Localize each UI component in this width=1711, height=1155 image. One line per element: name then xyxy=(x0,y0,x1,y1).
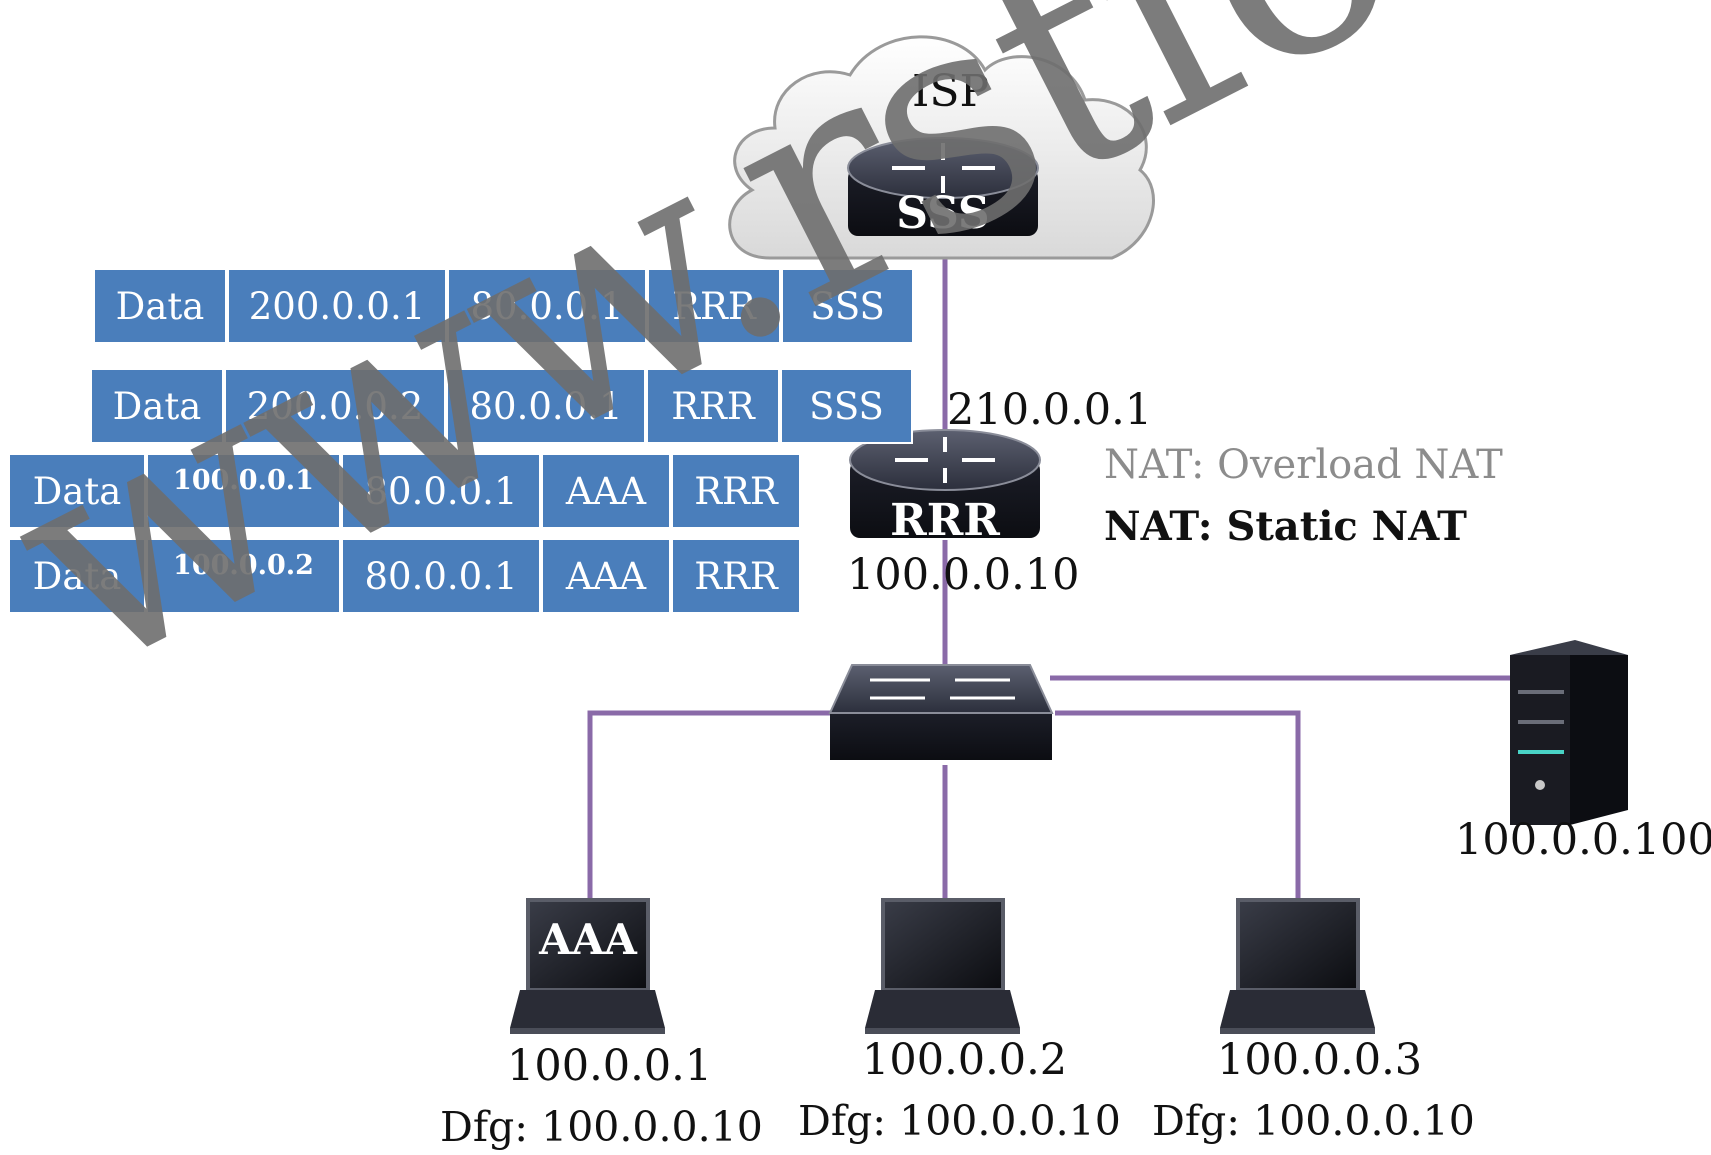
server-ip: 100.0.0.100 xyxy=(1455,815,1711,865)
laptop-host-2 xyxy=(865,898,1020,1034)
packet-cell: 200.0.0.2 xyxy=(224,368,446,444)
packet-cell: AAA xyxy=(541,538,671,614)
lan-switch xyxy=(828,664,1054,760)
packet-cell: SSS xyxy=(781,268,914,344)
packet-cell: RRR xyxy=(671,538,801,614)
packet-cell: AAA xyxy=(541,453,671,529)
router-outside-ip: 210.0.0.1 xyxy=(947,385,1153,435)
packet-cell: 80.0.0.1 xyxy=(446,368,646,444)
isp-router xyxy=(847,137,1039,236)
switch-arrows-icon xyxy=(870,678,1015,700)
router-inside-ip: 100.0.0.10 xyxy=(847,550,1080,600)
packet-row-3: Data 100.0.0.1 80.0.0.1 AAA RRR xyxy=(8,453,801,529)
host1-ip: 100.0.0.1 xyxy=(507,1041,713,1091)
packet-cell: 80.0.0.1 xyxy=(447,268,647,344)
packet-cell: 80.0.0.1 xyxy=(341,453,541,529)
host2-ip: 100.0.0.2 xyxy=(862,1035,1068,1085)
packet-cell: Data xyxy=(90,368,224,444)
nat-type-static: NAT: Static NAT xyxy=(1104,503,1467,550)
host1-screen-label: AAA xyxy=(539,915,637,964)
packet-cell: Data xyxy=(8,538,146,614)
packet-cell: Data xyxy=(8,453,146,529)
cloud-label: ISP xyxy=(912,66,990,117)
nat-router-label: RRR xyxy=(890,495,1000,546)
packet-cell: RRR xyxy=(671,453,801,529)
host1-gateway: Dfg: 100.0.0.10 xyxy=(440,1103,763,1151)
packet-row-1: Data 200.0.0.1 80.0.0.1 RRR SSS xyxy=(93,268,914,344)
link-switch-host3 xyxy=(1055,710,1301,900)
isp-router-label: SSS xyxy=(896,188,990,239)
links xyxy=(587,258,1522,940)
router-arrows-icon xyxy=(892,143,995,193)
laptop-host-1 xyxy=(510,898,665,1034)
packet-row-2: Data 200.0.0.2 80.0.0.1 RRR SSS xyxy=(90,368,913,444)
router-arrows-icon xyxy=(895,437,995,483)
host3-gateway: Dfg: 100.0.0.10 xyxy=(1152,1097,1475,1145)
host2-gateway: Dfg: 100.0.0.10 xyxy=(798,1097,1121,1145)
nat-type-overload: NAT: Overload NAT xyxy=(1104,442,1503,488)
laptop-host-3 xyxy=(1220,898,1375,1034)
packet-cell: SSS xyxy=(780,368,913,444)
packet-cell: RRR xyxy=(646,368,780,444)
packet-cell: RRR xyxy=(647,268,781,344)
packet-cell: 100.0.0.1 xyxy=(146,453,341,529)
host3-ip: 100.0.0.3 xyxy=(1217,1035,1423,1085)
packet-row-4: Data 100.0.0.2 80.0.0.1 AAA RRR xyxy=(8,538,801,614)
nat-router xyxy=(849,429,1041,538)
server-icon xyxy=(1510,640,1628,825)
packet-cell: 200.0.0.1 xyxy=(227,268,447,344)
link-switch-host1 xyxy=(587,710,830,900)
packet-cell: 100.0.0.2 xyxy=(146,538,341,614)
packet-cell: Data xyxy=(93,268,227,344)
packet-cell: 80.0.0.1 xyxy=(341,538,541,614)
